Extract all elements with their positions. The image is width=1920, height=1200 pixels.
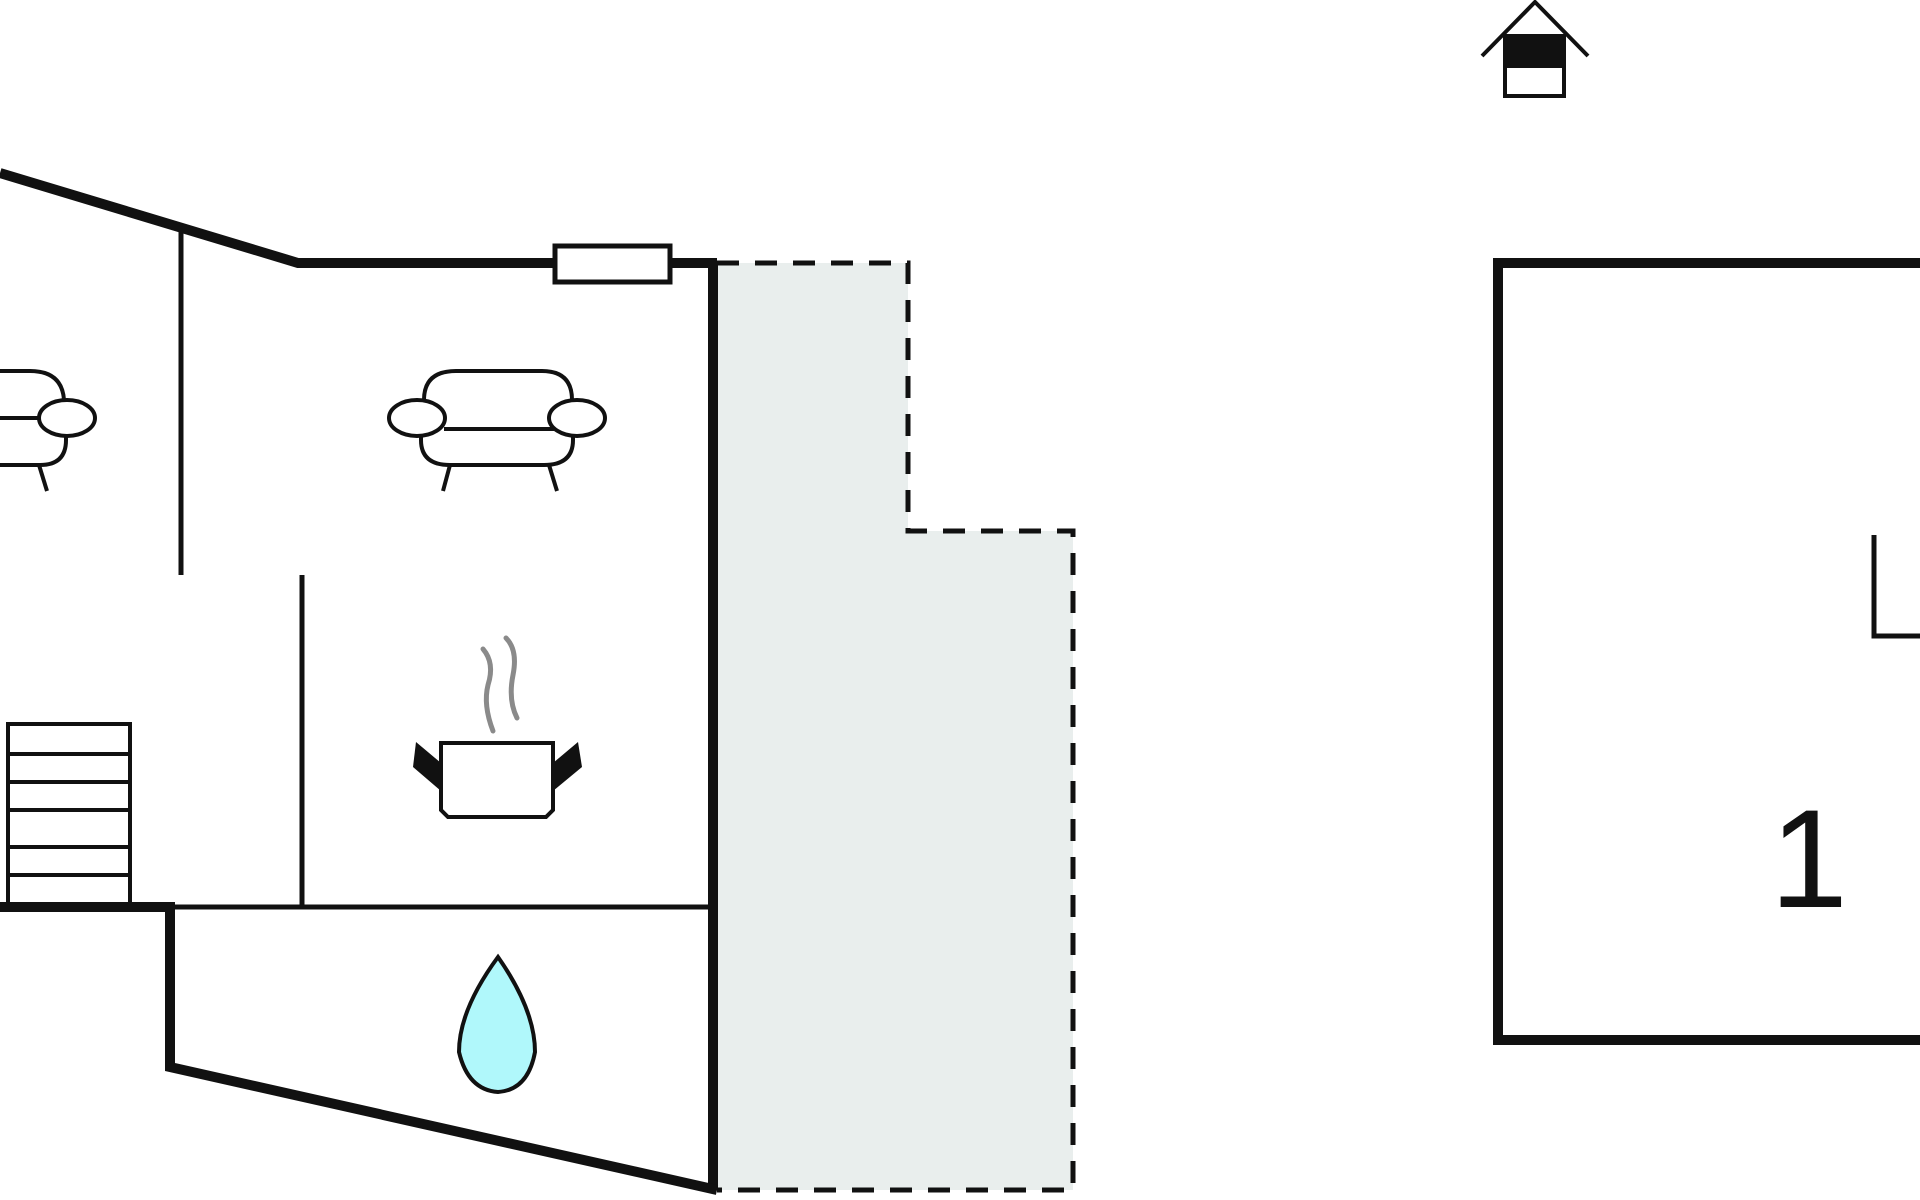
room-marker (1871, 535, 1920, 639)
terrace-area (717, 263, 1073, 1190)
floor-number: 1 (1770, 780, 1848, 937)
cooking-pot-icon (413, 635, 582, 819)
staircase-icon (6, 722, 132, 906)
window (552, 243, 673, 285)
home-icon (1480, 0, 1590, 98)
sofa-icon (0, 369, 97, 492)
sofa-icon (387, 369, 607, 492)
terrace-dashed-outline (717, 260, 1076, 1193)
outer-wall-right-building (1493, 258, 1920, 1045)
outer-wall-bottom (0, 902, 719, 1195)
outer-wall-top (0, 168, 555, 268)
water-drop-icon (456, 953, 538, 1095)
